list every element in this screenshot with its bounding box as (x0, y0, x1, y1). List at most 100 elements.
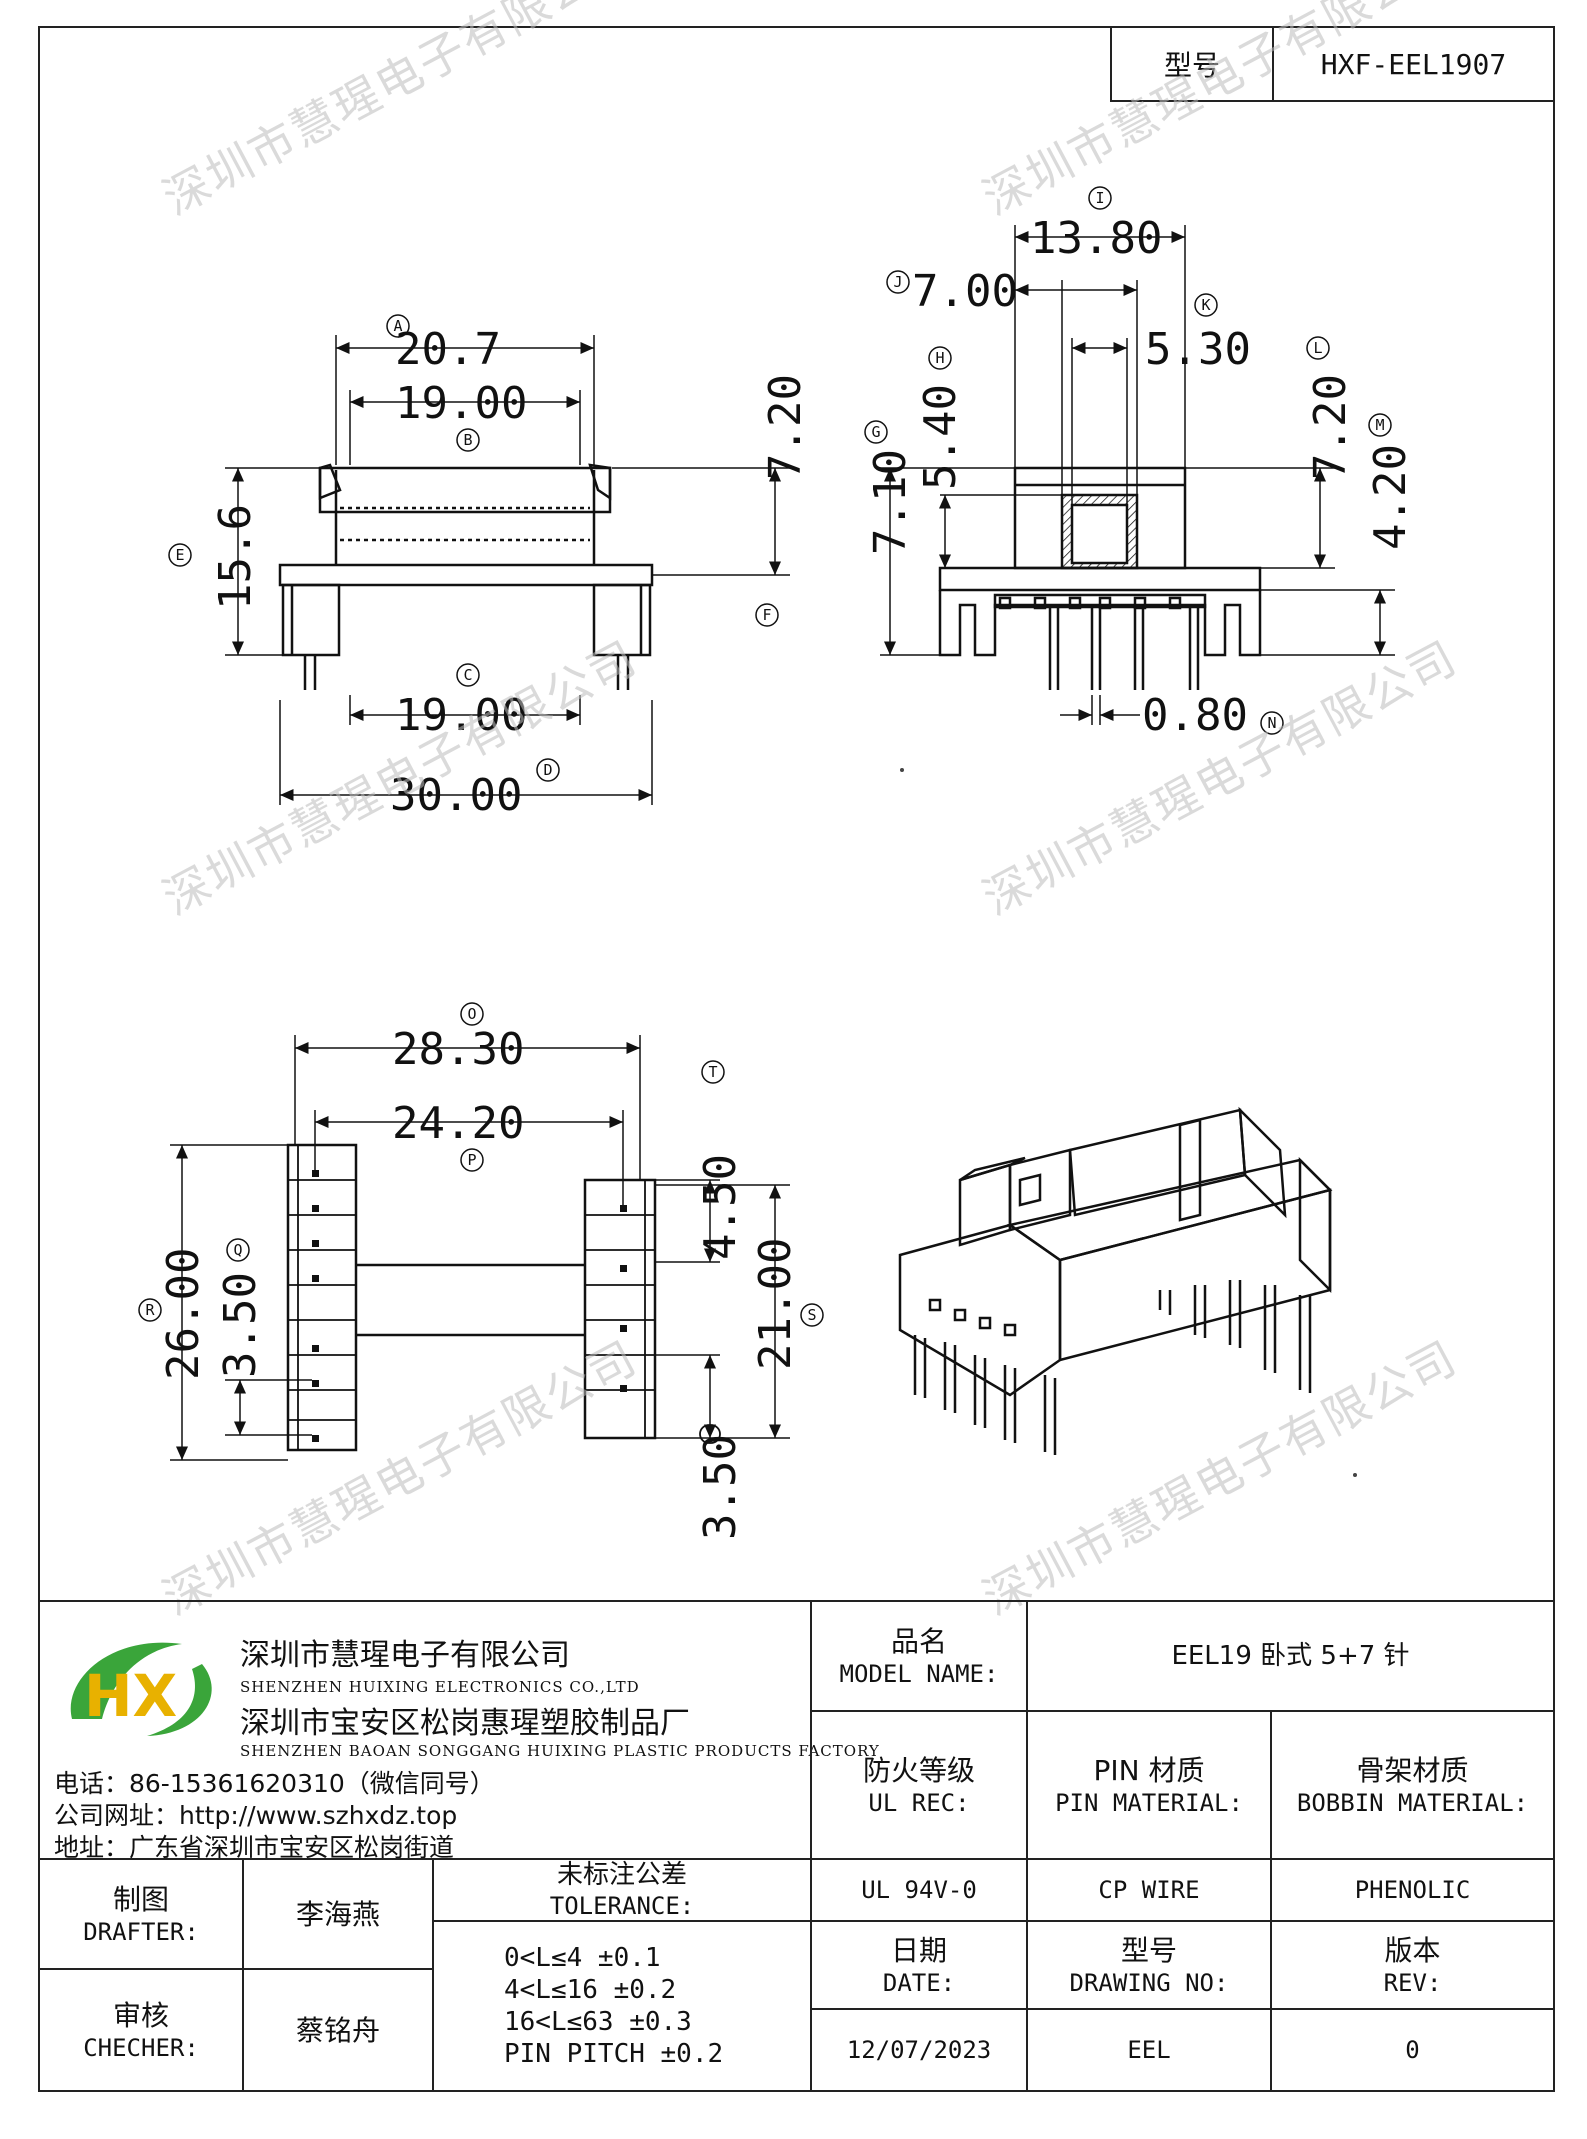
model-tag-value: HXF-EEL1907 (1320, 47, 1507, 81)
company-logo: HX (70, 1642, 212, 1736)
svg-text:F: F (762, 606, 771, 624)
pin-material-value: CP WIRE (1026, 1858, 1272, 1922)
marker-M: M (1368, 413, 1392, 437)
side-view (278, 463, 654, 690)
marker-J: J (886, 270, 910, 294)
model-tag: 型号 HXF-EEL1907 (1110, 26, 1555, 102)
company-phone: 电话：86-15361620310（微信同号） (54, 1769, 495, 1798)
marker-S: S (800, 1303, 824, 1327)
drafter-value: 李海燕 (242, 1858, 434, 1970)
dim-Q: 3.50 (215, 1272, 266, 1378)
svg-text:R: R (145, 1301, 155, 1319)
tolerance-item: 4<L≤16 ±0.2 (504, 1975, 677, 2005)
dim-O: 28.30 (392, 1024, 524, 1075)
title-block: HX 深圳市慧瑆电子有限公司 SHENZHEN HUIXING ELECTRON… (38, 1600, 1555, 2092)
model-name-value: EEL19 卧式 5+7 针 (1026, 1600, 1555, 1712)
marker-O: O (460, 1002, 484, 1026)
svg-text:A: A (393, 317, 402, 335)
dim-D: 30.00 (390, 770, 522, 821)
dim-R: 26.00 (158, 1248, 209, 1380)
svg-text:Q: Q (233, 1241, 242, 1259)
dim-J: 7.00 (912, 266, 1018, 317)
front-view-dimensions (880, 225, 1395, 725)
company-name-cn: 深圳市慧瑆电子有限公司 (240, 1638, 570, 1673)
tolerance-item: PIN PITCH ±0.2 (504, 2039, 724, 2069)
svg-text:G: G (871, 423, 880, 441)
svg-text:K: K (1201, 296, 1210, 314)
company-website: 公司网址：http://www.szhxdz.top (54, 1801, 458, 1830)
dim-B: 19.00 (395, 378, 527, 429)
svg-text:D: D (543, 761, 552, 779)
dim-T: 4.50 (695, 1154, 746, 1260)
bottom-view-dimensions (170, 1035, 790, 1461)
factory-name-en: SHENZHEN BAOAN SONGGANG HUIXING PLASTIC … (240, 1742, 880, 1760)
marker-G: G (864, 420, 888, 444)
dim-H: 5.40 (915, 384, 966, 490)
svg-text:N: N (1267, 714, 1276, 732)
svg-text:B: B (463, 431, 472, 449)
marker-P: P (460, 1148, 484, 1172)
marker-E: E (168, 543, 192, 567)
dim-G: 7.10 (865, 449, 916, 555)
technical-drawing: 20.7 19.00 19.00 30.00 15.6 7.20 (138, 186, 1416, 1540)
tolerance-list: 0<L≤4 ±0.1 4<L≤16 ±0.2 16<L≤63 ±0.3 PIN … (432, 1920, 812, 2092)
dim-A: 20.7 (395, 324, 501, 375)
dim-C: 19.00 (395, 690, 527, 741)
marker-N: N (1260, 711, 1284, 735)
tolerance-item: 16<L≤63 ±0.3 (504, 2007, 692, 2037)
front-view (938, 466, 1262, 690)
marker-Q: Q (226, 1238, 250, 1262)
bottom-view (286, 1143, 657, 1452)
svg-text:J: J (893, 273, 902, 291)
svg-text:O: O (467, 1005, 476, 1023)
dim-E: 15.6 (210, 504, 261, 610)
svg-text:H: H (935, 349, 944, 367)
factory-name-cn: 深圳市宝安区松岗惠瑆塑胶制品厂 (240, 1706, 690, 1741)
svg-text:C: C (463, 666, 472, 684)
marker-R: R (138, 1298, 162, 1322)
svg-text:I: I (1095, 189, 1104, 207)
dim-U: 3.50 (695, 1434, 746, 1540)
ul-rec-value: UL 94V-0 (810, 1858, 1028, 1922)
scan-specks (900, 768, 1357, 1477)
isometric-view (898, 1106, 1333, 1455)
marker-H: H (928, 346, 952, 370)
rev-value: 0 (1270, 2008, 1555, 2092)
svg-text:S: S (807, 1306, 816, 1324)
svg-text:M: M (1375, 416, 1384, 434)
marker-L: L (1306, 336, 1330, 360)
marker-T: T (701, 1060, 725, 1084)
company-address: 地址：广东省深圳市宝安区松岗街道 (54, 1833, 455, 1862)
marker-F: F (755, 603, 779, 627)
checker-value: 蔡铭舟 (242, 1968, 434, 2092)
dim-P: 24.20 (392, 1098, 524, 1149)
svg-text:E: E (175, 546, 184, 564)
drawing-no-value: EEL (1026, 2008, 1272, 2092)
side-view-dimensions (225, 335, 790, 805)
marker-B: B (456, 428, 480, 452)
marker-D: D (536, 758, 560, 782)
svg-text:L: L (1313, 339, 1322, 357)
svg-text:T: T (708, 1063, 717, 1081)
marker-I: I (1088, 186, 1112, 210)
marker-C: C (456, 663, 480, 687)
svg-text:HX: HX (84, 1662, 177, 1730)
dim-L: 7.20 (1305, 374, 1356, 480)
date-value: 12/07/2023 (810, 2008, 1028, 2092)
model-tag-label: 型号 (1112, 28, 1274, 100)
tolerance-item: 0<L≤4 ±0.1 (504, 1943, 661, 1973)
dim-N: 0.80 (1142, 690, 1248, 741)
dim-M: 4.20 (1365, 444, 1416, 550)
svg-text:P: P (467, 1151, 476, 1169)
dim-S: 21.00 (750, 1238, 801, 1370)
dim-K: 5.30 (1145, 324, 1251, 375)
